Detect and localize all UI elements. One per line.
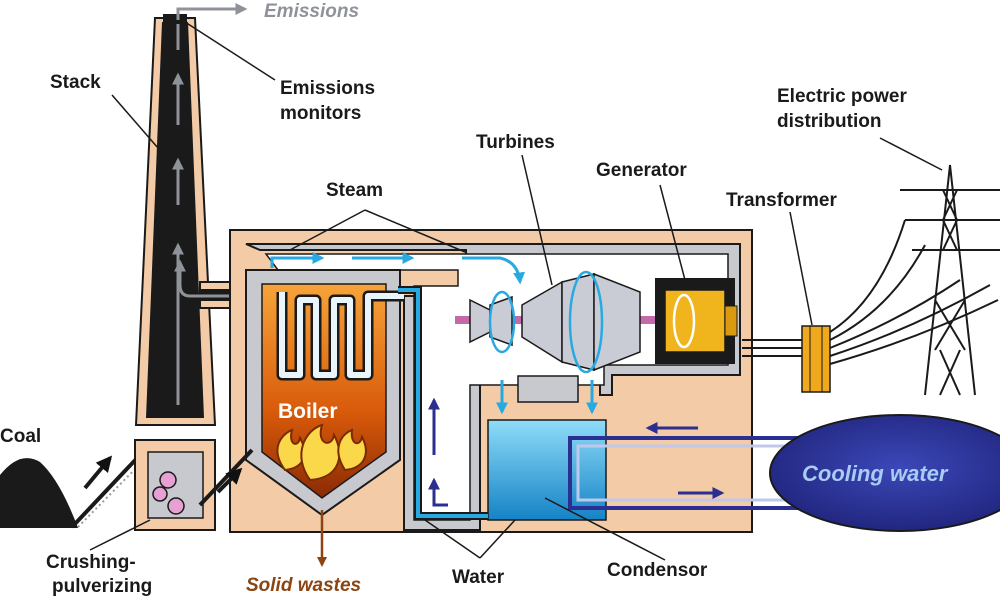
transformer-label: Transformer (726, 190, 837, 211)
turbines-label: Turbines (476, 132, 555, 153)
boiler-label: Boiler (278, 400, 338, 423)
condensor-label: Condensor (607, 560, 708, 581)
coal-label: Coal (0, 426, 41, 447)
power-lines (829, 219, 999, 365)
cooling-water-label: Cooling water (802, 461, 949, 486)
fire-icon (276, 423, 367, 482)
steam-flow-arrows (270, 252, 598, 415)
stack-label: Stack (50, 72, 101, 93)
water-pipe (398, 286, 488, 520)
generator (655, 278, 738, 364)
steam-label: Steam (326, 180, 383, 201)
electric-power-label-line2: distribution (777, 111, 881, 132)
pylon-icon (900, 164, 1000, 396)
crushing-label-line2: pulverizing (52, 576, 152, 597)
leader-lines (89, 21, 943, 561)
generator-label: Generator (596, 160, 687, 181)
emissions-monitors-label-line1: Emissions (280, 78, 375, 99)
turbines (455, 270, 660, 403)
boiler (245, 269, 404, 567)
crusher (134, 439, 254, 531)
crushing-label-line1: Crushing- (46, 552, 136, 573)
cooling-water (769, 414, 1000, 532)
emissions-label: Emissions (264, 1, 359, 22)
emissions-monitors-label-line2: monitors (280, 103, 361, 124)
transformer (742, 325, 831, 393)
coal-pile (0, 458, 78, 528)
electric-power-label-line1: Electric power (777, 86, 907, 107)
stack (134, 14, 217, 426)
solid-wastes-label: Solid wastes (246, 575, 361, 596)
emissions-arrow (176, 3, 248, 20)
water-label: Water (452, 567, 505, 588)
